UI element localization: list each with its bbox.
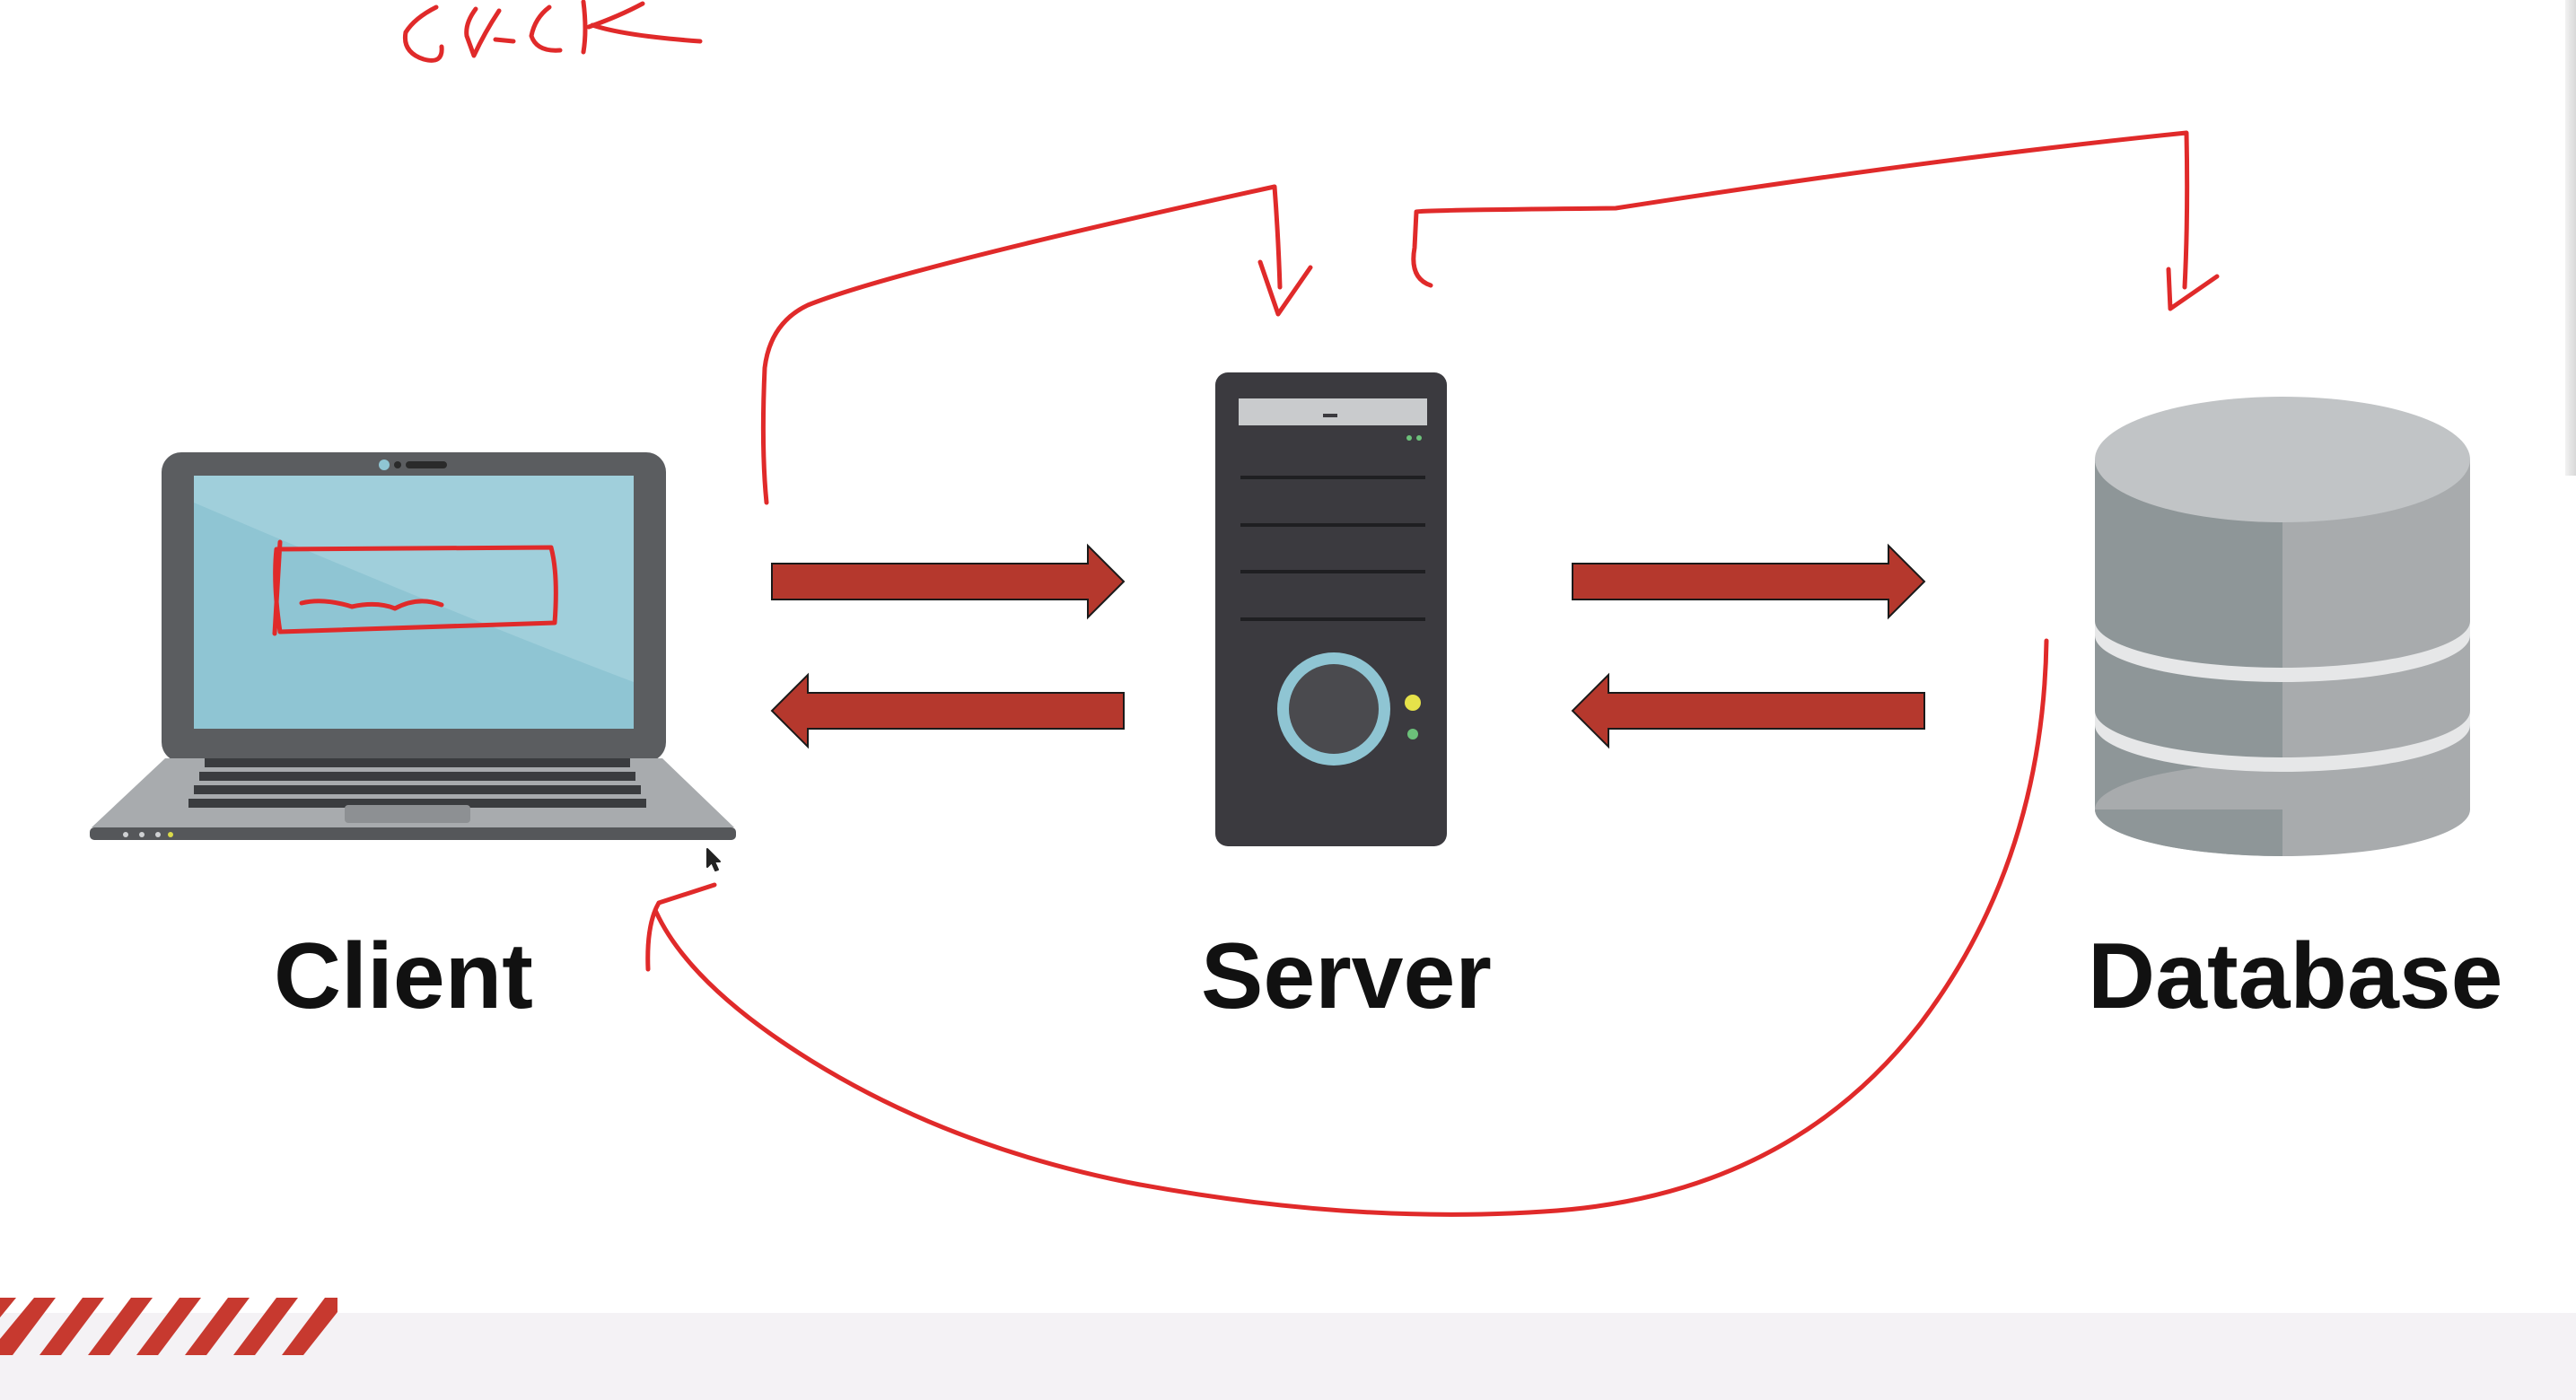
server-icon	[1215, 372, 1447, 846]
server-label: Server	[1201, 924, 1492, 1028]
ink-loop-database-to-client	[645, 638, 2049, 1217]
ink-loop-client-to-server	[760, 184, 1313, 505]
query-arrow-server-to-database	[1572, 543, 1926, 620]
ink-loop-server-to-database	[1411, 130, 2220, 311]
footer-band	[0, 1313, 2576, 1400]
client-label: Client	[274, 924, 533, 1028]
laptop-icon	[90, 452, 736, 840]
database-label: Database	[2088, 924, 2503, 1028]
footer-stripes	[0, 1298, 337, 1355]
window-edge	[2565, 0, 2576, 476]
response-arrow-server-to-client	[770, 672, 1125, 749]
ink-top-scribble	[402, 0, 703, 63]
result-arrow-database-to-server	[1571, 672, 1925, 749]
database-icon	[2095, 397, 2470, 856]
cursor-icon	[706, 848, 721, 871]
ink-screen-box	[272, 539, 558, 636]
request-arrow-client-to-server	[771, 543, 1126, 620]
